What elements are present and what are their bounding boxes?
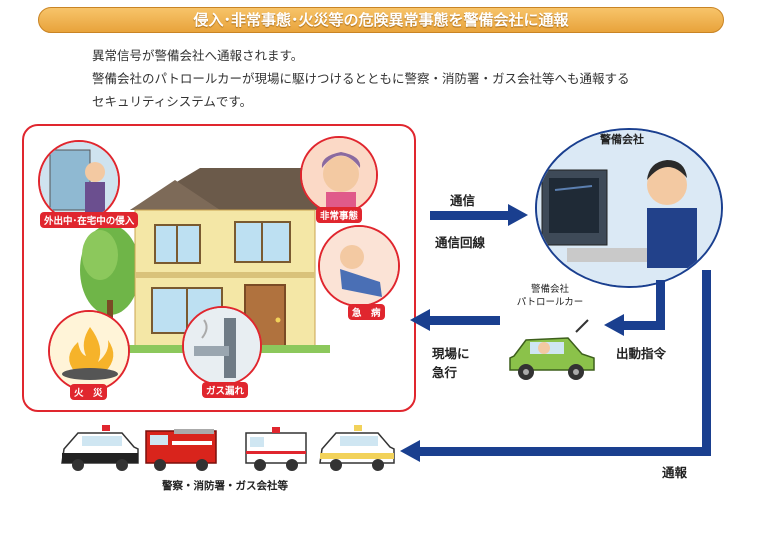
comm-arrow-head [508, 204, 528, 226]
patrol-car-icon [509, 319, 595, 380]
emergency-tag: 非常事態 [316, 207, 363, 223]
rush-label-1: 現場に [432, 346, 470, 361]
agencies-label: 警察・消防署・ガス会社等 [162, 480, 288, 492]
intro-line-1: 異常信号が警備会社へ通報されます。 [92, 48, 304, 63]
comm-label: 通信 [450, 193, 476, 208]
emergency-bubble [300, 136, 378, 214]
rush-arrow-head [410, 309, 430, 331]
gas-tag: ガス漏れ [202, 382, 249, 398]
operator-icon [537, 130, 721, 286]
security-company-bubble [535, 128, 723, 288]
house-frame [22, 124, 416, 412]
intro-line-2: 警備会社のパトロールカーが現場に駆けつけるとともに警察・消防署・ガス会社等へも通… [92, 71, 630, 86]
agency-vehicles [61, 425, 395, 471]
fire-bubble [48, 310, 130, 392]
illness-bubble [318, 225, 400, 307]
frightened-woman-icon [302, 138, 376, 212]
report-label: 通報 [662, 465, 688, 480]
fire-tag: 火 災 [70, 384, 107, 400]
fire-icon [50, 312, 128, 390]
intro-line-3: セキュリティシステムです。 [92, 94, 253, 109]
patrol-label-2: パトロールカー [516, 297, 584, 308]
illness-tag: 急 病 [348, 304, 385, 320]
gas-company-car-icon [319, 425, 395, 471]
gas-pipe-icon [184, 308, 260, 384]
comm-line-label: 通信回線 [435, 235, 486, 250]
dispatch-label: 出動指令 [616, 346, 667, 361]
intrusion-bubble [38, 140, 120, 222]
office-label: 警備会社 [600, 133, 644, 146]
sick-man-icon [320, 227, 398, 305]
report-arrow-head [400, 440, 420, 462]
intruder-icon [40, 142, 118, 220]
banner-title: 侵入･非常事態･火災等の危険異常事態を警備会社に通報 [38, 7, 724, 33]
patrol-label-1: 警備会社 [530, 284, 569, 295]
police-car-icon [61, 425, 139, 471]
ambulance-icon [245, 427, 307, 471]
fire-engine-icon [145, 429, 217, 471]
rush-label-2: 急行 [432, 365, 458, 380]
gas-bubble [182, 306, 262, 386]
dispatch-arrow-head [604, 314, 624, 336]
comm-arrow-shaft [430, 211, 510, 220]
intrusion-tag: 外出中･在宅中の侵入 [40, 212, 139, 228]
